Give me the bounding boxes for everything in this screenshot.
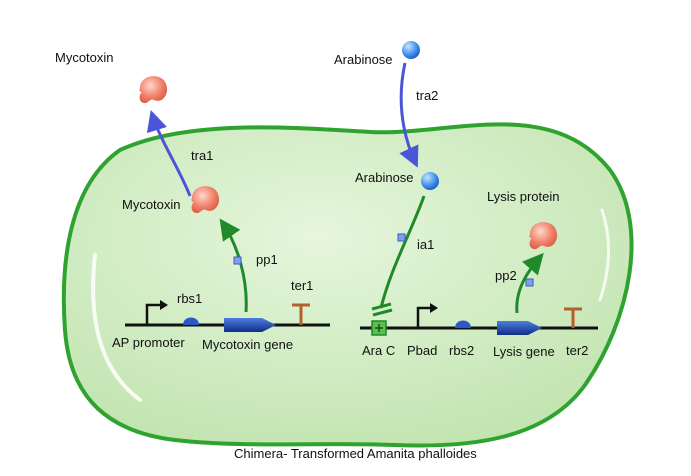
ara-c-label: Ara C: [362, 343, 395, 358]
ter2-icon: [564, 307, 582, 328]
cell-highlight: [91, 253, 142, 402]
outside-mycotoxin-label: Mycotoxin: [55, 50, 114, 65]
pbad-promoter-arrowhead-icon: [430, 303, 438, 313]
pp2-arrow: [515, 252, 544, 314]
inside-mycotoxin-label: Mycotoxin: [122, 197, 181, 212]
rbs2-icon: [455, 320, 471, 328]
pbad-promoter-arrow-icon: [416, 306, 432, 328]
ap-promoter-arrowhead-icon: [160, 300, 168, 310]
tra1-arrow: [146, 109, 192, 197]
tra1-label: tra1: [191, 148, 213, 163]
cell-highlight-right: [598, 208, 610, 302]
ia1-label: ia1: [417, 237, 434, 252]
diagram-caption: Chimera- Transformed Amanita phalloides: [234, 446, 477, 461]
pp2-marker-icon: [525, 278, 534, 287]
pp2-label: pp2: [495, 268, 517, 283]
pp1-marker-icon: [233, 256, 242, 265]
rbs1-label: rbs1: [177, 291, 202, 306]
ap-promoter-label: AP promoter: [112, 335, 185, 350]
ter1-label: ter1: [291, 278, 313, 293]
ter2-label: ter2: [566, 343, 588, 358]
cell-membrane: [61, 122, 634, 448]
ia1-inhibition-bar-icon: [371, 302, 393, 317]
ara-c-operator-plus-icon: [375, 324, 383, 332]
outside-arabinose-label: Arabinose: [334, 52, 393, 67]
pp1-label: pp1: [256, 252, 278, 267]
mycotoxin-gene-label: Mycotoxin gene: [202, 337, 293, 352]
inside-arabinose-molecule-icon: [421, 172, 439, 190]
ap-promoter-arrow-icon: [145, 303, 162, 325]
ia1-marker-icon: [397, 233, 406, 242]
rbs2-label: rbs2: [449, 343, 474, 358]
outside-mycotoxin-protein-icon: [139, 76, 168, 104]
inside-arabinose-label: Arabinose: [355, 170, 414, 185]
mycotoxin-gene-icon: [224, 318, 276, 332]
tra2-label: tra2: [416, 88, 438, 103]
lysis-gene-icon: [497, 321, 542, 335]
lysis-protein-label: Lysis protein: [487, 189, 560, 204]
ia1-arrow: [379, 195, 426, 309]
outside-arabinose-molecule-icon: [402, 41, 420, 59]
lysis-gene-label: Lysis gene: [493, 344, 555, 359]
inside-mycotoxin-protein-icon: [191, 186, 220, 214]
rbs1-icon: [183, 317, 199, 325]
tra2-arrow: [399, 62, 419, 168]
ter1-icon: [292, 303, 310, 325]
pbad-label: Pbad: [407, 343, 437, 358]
lysis-protein-icon: [529, 222, 558, 250]
